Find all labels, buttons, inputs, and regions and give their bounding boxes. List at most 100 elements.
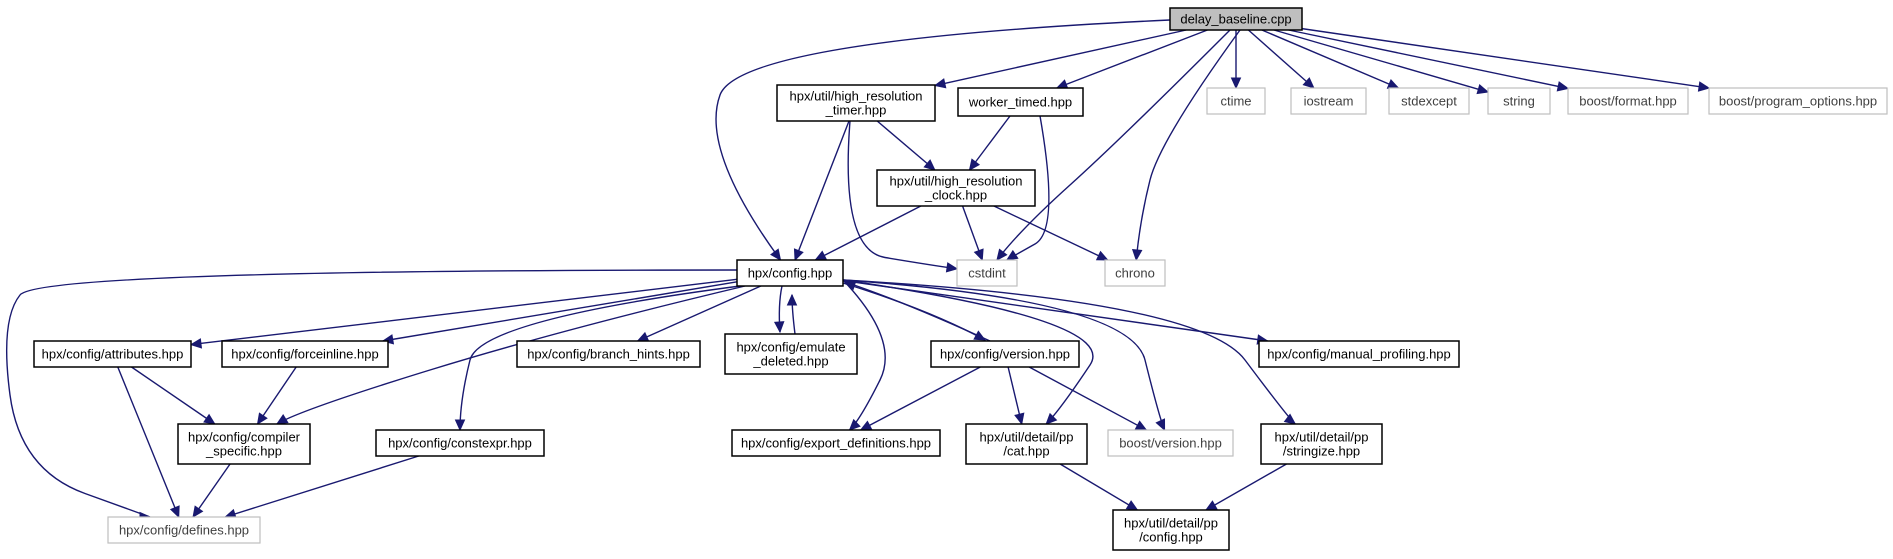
edge-line (847, 120, 958, 270)
node-label: ctime (1220, 94, 1251, 109)
node-compiler-specific[interactable]: hpx/config/compiler_specific.hpp (177, 423, 311, 465)
node-label: hpx/util/detail/pp (980, 430, 1074, 445)
node-box (221, 340, 389, 368)
node-forceinline[interactable]: hpx/config/forceinline.hpp (221, 340, 389, 368)
edge-worker_timed-to-cstdint (1005, 115, 1050, 261)
edge-delay_baseline-to-worker_timed (1055, 29, 1208, 90)
node-box (957, 87, 1084, 117)
arrowhead-icon (1131, 249, 1143, 262)
node-config[interactable]: hpx/config.hpp (736, 259, 844, 287)
node-label: _deleted.hpp (752, 354, 828, 369)
node-branch-hints[interactable]: hpx/config/branch_hints.hpp (516, 340, 701, 368)
node-pp-config[interactable]: hpx/util/detail/pp/config.hpp (1112, 509, 1230, 551)
edge-line (993, 205, 1108, 261)
node-cstdint: cstdint (956, 259, 1018, 287)
node-label: /cat.hpp (1003, 444, 1049, 459)
node-box (930, 340, 1080, 368)
arrowhead-icon (996, 248, 1008, 261)
edge-line (860, 366, 981, 431)
node-label: delay_baseline.cpp (1180, 12, 1291, 27)
edge-worker_timed-to-hrc (968, 115, 1011, 171)
node-label: boost/program_options.hpp (1719, 94, 1877, 109)
node-hrc[interactable]: hpx/util/high_resolution_clock.hpp (876, 169, 1036, 207)
node-label: hpx/config/export_definitions.hpp (741, 436, 931, 451)
edge-config-to-pp_stringize (842, 279, 1297, 425)
node-box (177, 423, 311, 465)
node-label: string (1503, 94, 1535, 109)
node-label: hpx/config/version.hpp (940, 347, 1070, 362)
arrowhead-icon (1005, 249, 1019, 261)
edge-hrt-to-cstdint (847, 120, 959, 273)
arrowhead-icon (859, 420, 873, 431)
edge-delay_baseline-to-iostream (1247, 29, 1315, 89)
arrowhead-icon (189, 338, 203, 349)
edge-line (876, 120, 936, 171)
edge-line (637, 285, 762, 342)
edge-line (815, 205, 922, 261)
arrowhead-icon (1476, 84, 1490, 95)
edge-line (842, 279, 1296, 425)
edge-line (794, 120, 850, 261)
edge-line (117, 366, 180, 518)
edge-layer (5, 19, 1711, 523)
node-version[interactable]: hpx/config/version.hpp (930, 340, 1080, 368)
node-label: cstdint (968, 266, 1006, 281)
node-hrt[interactable]: hpx/util/high_resolution_timer.hpp (776, 84, 936, 122)
node-boost-format: boost/format.hpp (1567, 87, 1689, 115)
edge-config-to-attributes (189, 278, 738, 349)
node-emulate-deleted[interactable]: hpx/config/emulate_deleted.hpp (724, 333, 858, 375)
node-pp-cat[interactable]: hpx/util/detail/pp/cat.hpp (965, 423, 1088, 465)
edge-config-to-defines (5, 269, 738, 523)
node-label: hpx/util/high_resolution (890, 174, 1023, 189)
edge-line (1288, 29, 1569, 90)
node-label: _specific.hpp (205, 444, 282, 459)
arrowhead-icon (1386, 79, 1400, 89)
edge-line (1205, 463, 1287, 511)
node-layer: delay_baseline.cpp hpx/util/high_resoluti… (33, 7, 1888, 551)
edge-delay_baseline-to-boost_po (1301, 27, 1711, 92)
arrowhead-icon (814, 250, 828, 261)
edge-line (5, 269, 738, 518)
node-box (1260, 423, 1383, 465)
node-box (33, 340, 192, 368)
edge-line (1247, 29, 1315, 89)
edge-delay_baseline-to-boost_format (1288, 29, 1570, 92)
node-box (1567, 87, 1689, 115)
arrowhead-icon (1697, 81, 1711, 92)
node-pp-stringize[interactable]: hpx/util/detail/pp/stringize.hpp (1260, 423, 1383, 465)
node-attributes[interactable]: hpx/config/attributes.hpp (33, 340, 192, 368)
node-stdexcept: stdexcept (1388, 87, 1470, 115)
edge-line (842, 279, 1094, 425)
edge-delay_baseline-to-ctime (1230, 30, 1242, 90)
edge-attributes-to-defines (117, 366, 180, 519)
node-box (1206, 87, 1266, 115)
node-box (1112, 509, 1230, 551)
node-label: hpx/config/emulate (736, 340, 845, 355)
node-box (965, 423, 1088, 465)
arrowhead-icon (1125, 500, 1139, 511)
edge-config-to-boost_version (842, 279, 1166, 432)
edge-delay_baseline-to-string (1273, 29, 1490, 95)
node-export-definitions[interactable]: hpx/config/export_definitions.hpp (731, 429, 941, 457)
edge-version-to-export_definitions (859, 366, 981, 431)
arrowhead-icon (454, 419, 466, 432)
node-label: hpx/config/forceinline.hpp (231, 347, 378, 362)
edge-line (1135, 29, 1241, 261)
edge-line (459, 285, 741, 431)
arrowhead-icon (1045, 412, 1058, 425)
node-box (1169, 7, 1303, 31)
edge-attributes-to-compiler_specific (131, 366, 216, 425)
node-box (736, 259, 844, 287)
edge-version-to-boost_version (1028, 366, 1148, 431)
arrowhead-icon (1230, 77, 1242, 90)
arrowhead-icon (1014, 412, 1025, 426)
arrowhead-icon (773, 321, 785, 334)
node-label: hpx/config/compiler (188, 430, 301, 445)
arrowhead-icon (973, 248, 984, 262)
node-manual-profiling[interactable]: hpx/config/manual_profiling.hpp (1258, 340, 1460, 368)
node-box (1107, 429, 1234, 457)
node-worker-timed[interactable]: worker_timed.hpp (957, 87, 1084, 117)
node-constexpr[interactable]: hpx/config/constexpr.hpp (375, 429, 545, 457)
node-label: hpx/config/constexpr.hpp (388, 436, 532, 451)
edge-config-to-emulate_deleted (773, 285, 785, 334)
